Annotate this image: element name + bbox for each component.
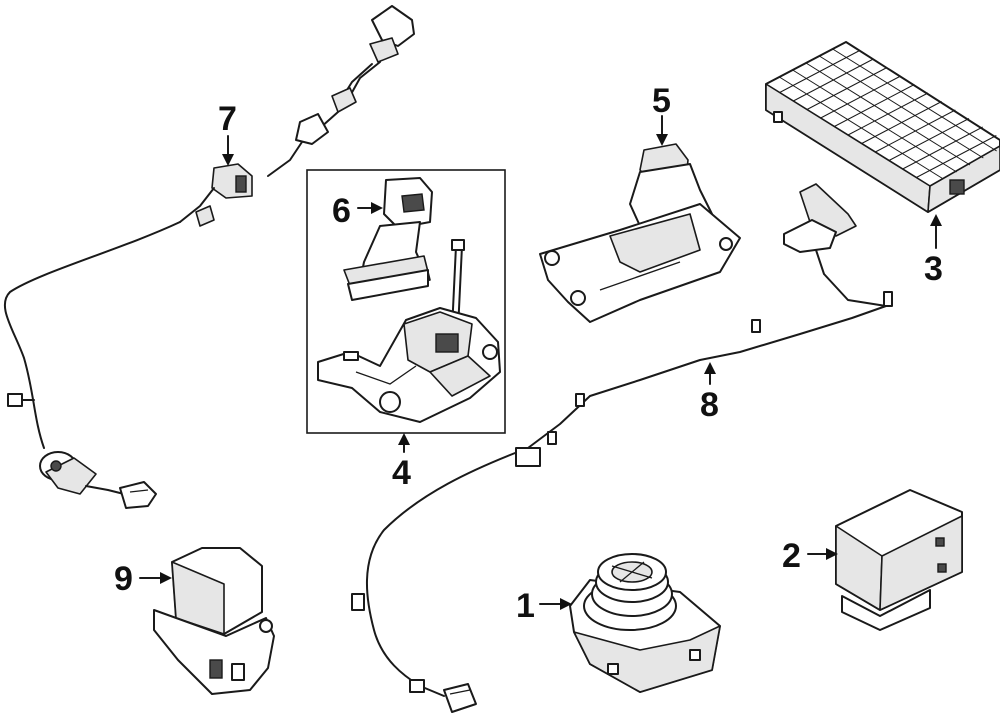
part-2-electronic-module [835, 489, 963, 631]
callout-3: 3 [924, 250, 943, 288]
callout-2: 2 [782, 537, 801, 575]
callout-9: 9 [114, 560, 133, 598]
part-3-control-module [765, 41, 1000, 213]
part-9-switch-module [153, 547, 275, 695]
part-4-shifter-assembly [317, 239, 501, 423]
part-6-shift-knob [343, 177, 433, 301]
callout-leaders [139, 115, 942, 610]
callout-1: 1 [516, 587, 535, 625]
callout-6: 6 [332, 192, 351, 230]
part-4-frame [306, 169, 506, 434]
callout-7: 7 [218, 100, 237, 138]
callout-4: 4 [392, 454, 411, 492]
part-7-cable-harness [3, 5, 415, 509]
callout-8: 8 [700, 386, 719, 424]
part-8-wiring-harness [351, 183, 893, 713]
callout-5: 5 [652, 82, 671, 120]
part-5-shifter-bezel [539, 143, 741, 323]
part-1-rotary-actuator [569, 553, 721, 693]
